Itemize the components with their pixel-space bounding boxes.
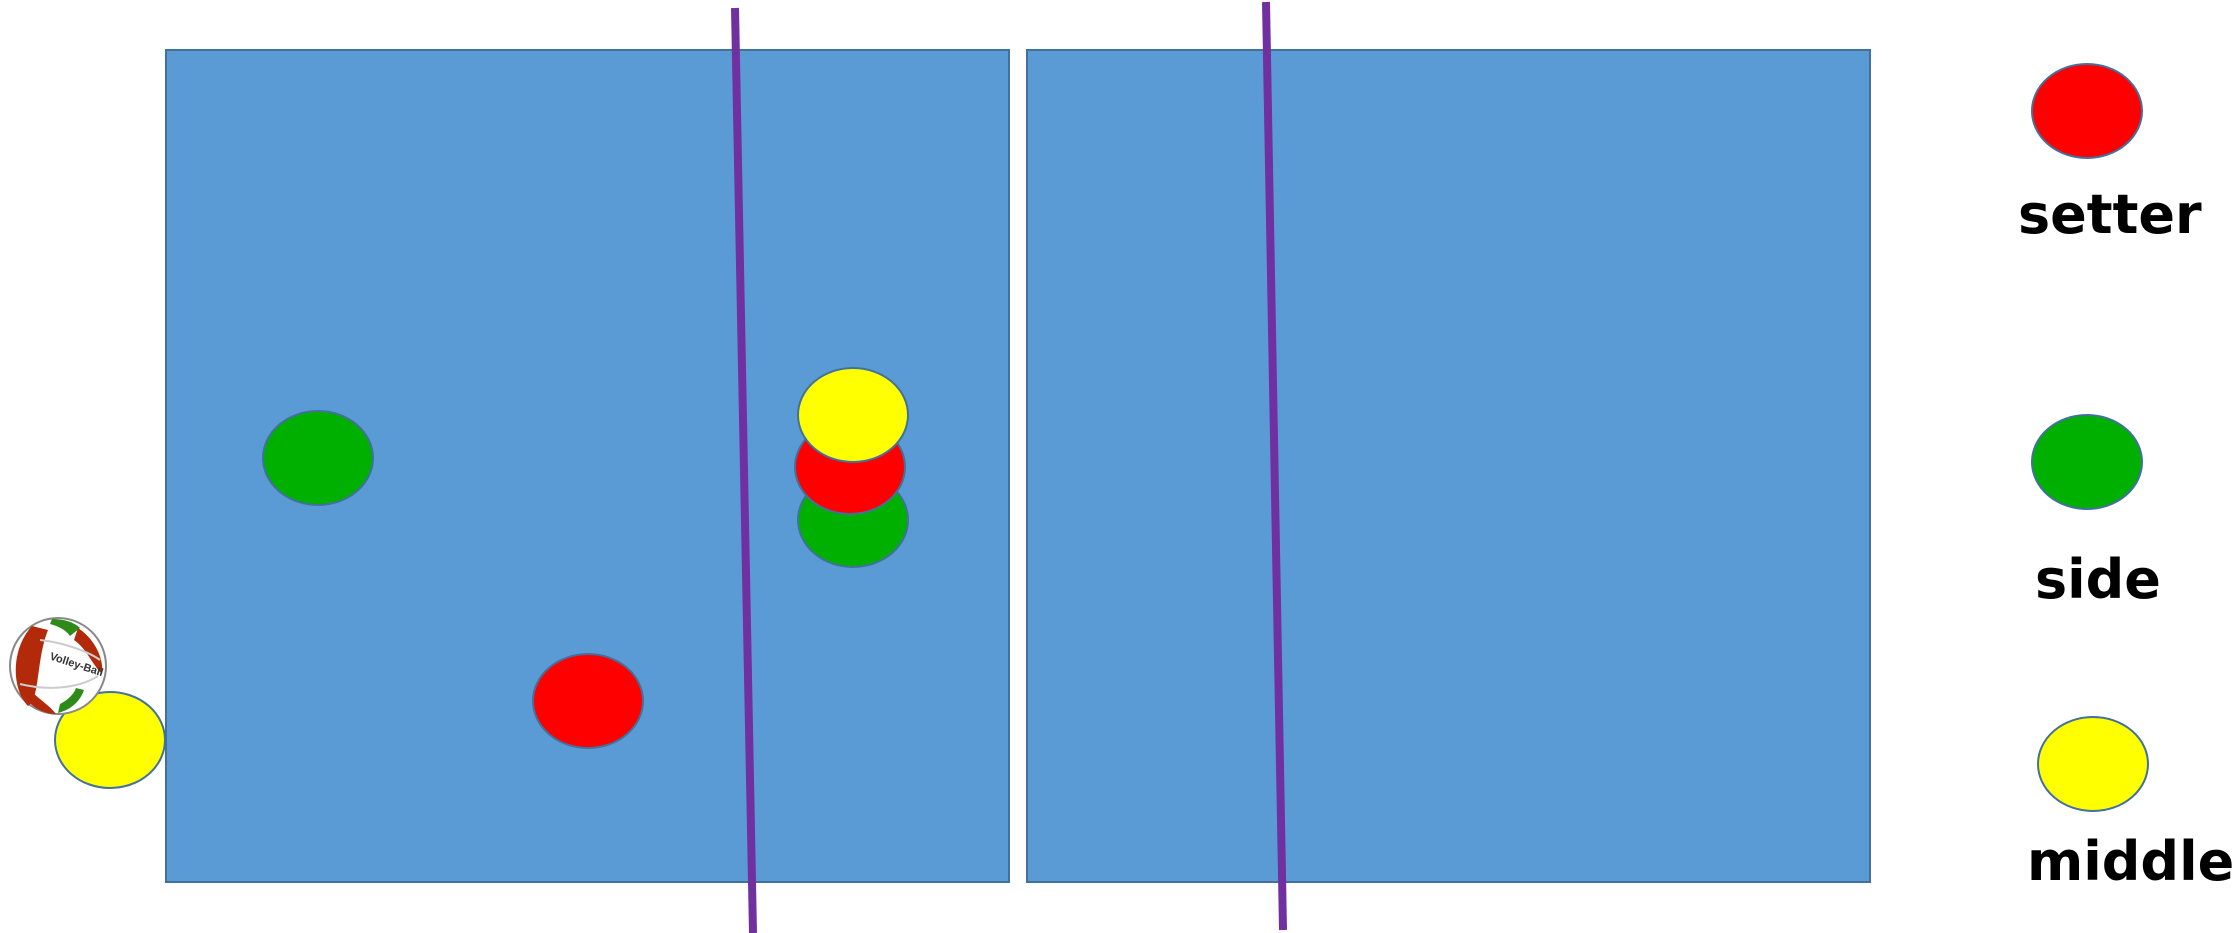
legend-setter-label: setter <box>2018 188 2202 242</box>
legend-middle-swatch <box>2038 717 2148 811</box>
volleyball-icon: Volley-Ball <box>10 618 106 714</box>
legend-side-label: side <box>2035 553 2161 607</box>
legend-middle-label: middle <box>2027 835 2234 889</box>
legend-side-swatch <box>2032 415 2142 509</box>
player-side-back <box>263 411 373 505</box>
legend-setter-swatch <box>2032 64 2142 158</box>
player-setter-back <box>533 654 643 748</box>
player-middle-front <box>798 368 908 462</box>
court-right <box>1027 50 1870 882</box>
